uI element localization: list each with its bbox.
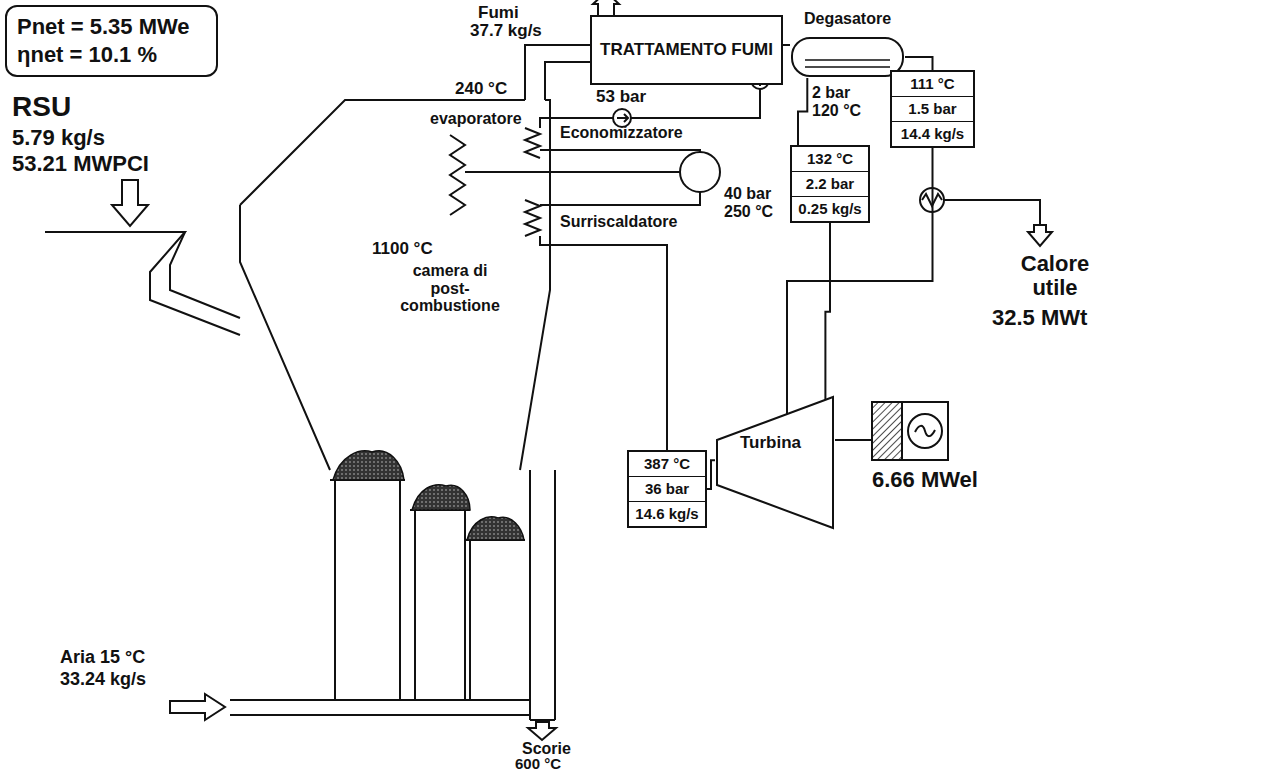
annotation-label: Surriscaldatore <box>560 213 677 231</box>
tray-lines <box>805 60 890 67</box>
turbine-shape <box>717 397 833 528</box>
node-text: 36 bar <box>629 477 705 502</box>
node-text: TRATTAMENTO FUMI <box>600 40 773 60</box>
annotation-label: 5.79 kg/s <box>12 126 105 150</box>
annotation-label: 53.21 MWPCI <box>12 152 149 176</box>
pipe-line <box>825 223 830 400</box>
state-table: 387 °C36 bar14.6 kg/s <box>627 450 707 528</box>
annotation-label: 600 °C <box>515 756 561 773</box>
annotation-label: Scorie <box>522 740 571 758</box>
node-text: 14.6 kg/s <box>629 502 705 526</box>
deaerator: Degasatore <box>790 8 905 80</box>
annotation-label: 240 °C <box>455 80 507 99</box>
annotation-label: 37.7 kg/s <box>470 22 542 41</box>
turbine-outline <box>715 395 835 530</box>
annotation-label: Fumi <box>478 4 519 23</box>
annotation-label: Aria 15 °C <box>60 648 145 668</box>
annotation-label: 2 bar <box>812 84 850 102</box>
node-text: Turbina <box>740 433 801 453</box>
state-table: 132 °C2.2 bar0.25 kg/s <box>790 145 870 223</box>
steam-pipe <box>798 78 807 145</box>
annotation-label: Economizzatore <box>560 124 683 142</box>
node-text: 387 °C <box>629 452 705 477</box>
annotation-label: 120 °C <box>812 102 861 120</box>
annotation-label: 1100 °C <box>372 240 433 259</box>
turbine: Turbina <box>715 395 835 530</box>
steam-pipe <box>825 223 830 400</box>
node-text: 0.25 kg/s <box>792 197 868 221</box>
state-table: 111 °C1.5 bar14.4 kg/s <box>890 70 975 148</box>
node-text: 1.5 bar <box>892 97 973 122</box>
pipe-line <box>707 460 715 489</box>
annotation-label: 40 bar <box>724 185 771 203</box>
deaerator-drum <box>790 36 905 80</box>
annotation-label: camera di post-combustione <box>395 262 505 315</box>
annotation-label: evaporatore <box>430 110 522 128</box>
annotation-label: 6.66 MWel <box>872 468 978 492</box>
annotation-label: 32.5 MWt <box>992 306 1087 330</box>
annotation-label: Calore utile <box>1000 252 1110 300</box>
performance-box: Pnet = 5.35 MWeηnet = 10.1 % <box>5 5 218 77</box>
node-text: ηnet = 10.1 % <box>7 41 216 69</box>
steam-pipe <box>707 460 715 489</box>
node-text: Degasatore <box>790 8 905 30</box>
pipe-line <box>905 57 933 70</box>
node-text: Pnet = 5.35 MWe <box>7 13 216 41</box>
flue-treatment-box: TRATTAMENTO FUMI <box>590 15 783 85</box>
node-text: 2.2 bar <box>792 172 868 197</box>
steam-pipe <box>905 57 933 70</box>
node-text: 14.4 kg/s <box>892 122 973 146</box>
annotation-label: RSU <box>12 92 71 123</box>
pipe-line <box>798 78 807 145</box>
annotation-label: 250 °C <box>724 203 773 221</box>
drum-outline <box>792 38 903 76</box>
annotation-label: 33.24 kg/s <box>60 670 146 690</box>
node-text: 111 °C <box>892 72 973 97</box>
annotation-label: 53 bar <box>596 88 646 107</box>
node-text: 132 °C <box>792 147 868 172</box>
